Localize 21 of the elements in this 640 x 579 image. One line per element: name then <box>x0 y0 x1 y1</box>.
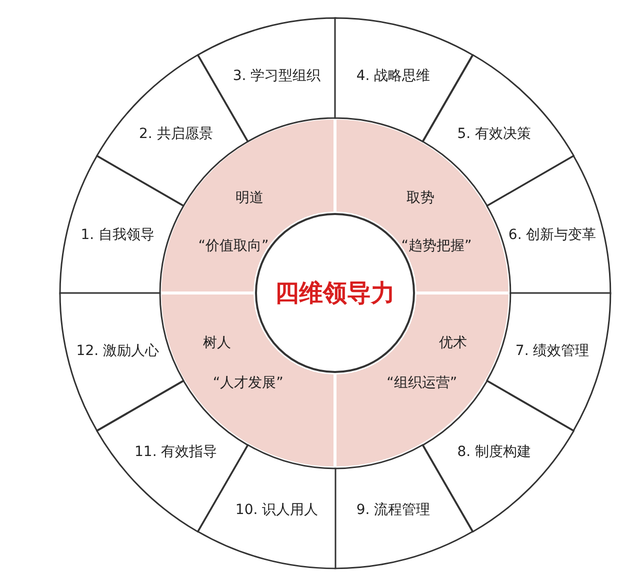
segment-label: 10. 识人用人 <box>235 503 318 518</box>
quadrant-heading: 优术 <box>438 336 467 350</box>
quadrant-subtitle: “组织运营” <box>386 376 458 390</box>
quadrant-subtitle: “人才发展” <box>212 376 284 390</box>
segment-label: 3. 学习型组织 <box>232 68 321 83</box>
segment-label: 1. 自我领导 <box>80 228 155 242</box>
segment-label: 2. 共启愿景 <box>138 126 213 141</box>
quadrant-heading: 取势 <box>406 190 435 205</box>
segment-label: 6. 创新与变革 <box>508 228 596 242</box>
segment-label: 4. 战略思维 <box>356 68 430 83</box>
segment-label: 11. 有效指导 <box>134 445 218 460</box>
quadrant-subtitle: “趋势把握” <box>401 238 472 253</box>
segment-label: 5. 有效决策 <box>457 126 531 141</box>
segment-label: 8. 制度构建 <box>457 445 531 460</box>
quadrant-heading: 树人 <box>203 336 232 350</box>
center-title: 四维领导力 <box>275 281 395 305</box>
quadrant-heading: 明道 <box>235 190 264 205</box>
quadrant-subtitle: “价值取向” <box>198 238 269 253</box>
segment-label: 9. 流程管理 <box>356 503 430 518</box>
segment-label: 7. 绩效管理 <box>515 344 590 358</box>
segment-label: 12. 激励人心 <box>76 344 160 358</box>
